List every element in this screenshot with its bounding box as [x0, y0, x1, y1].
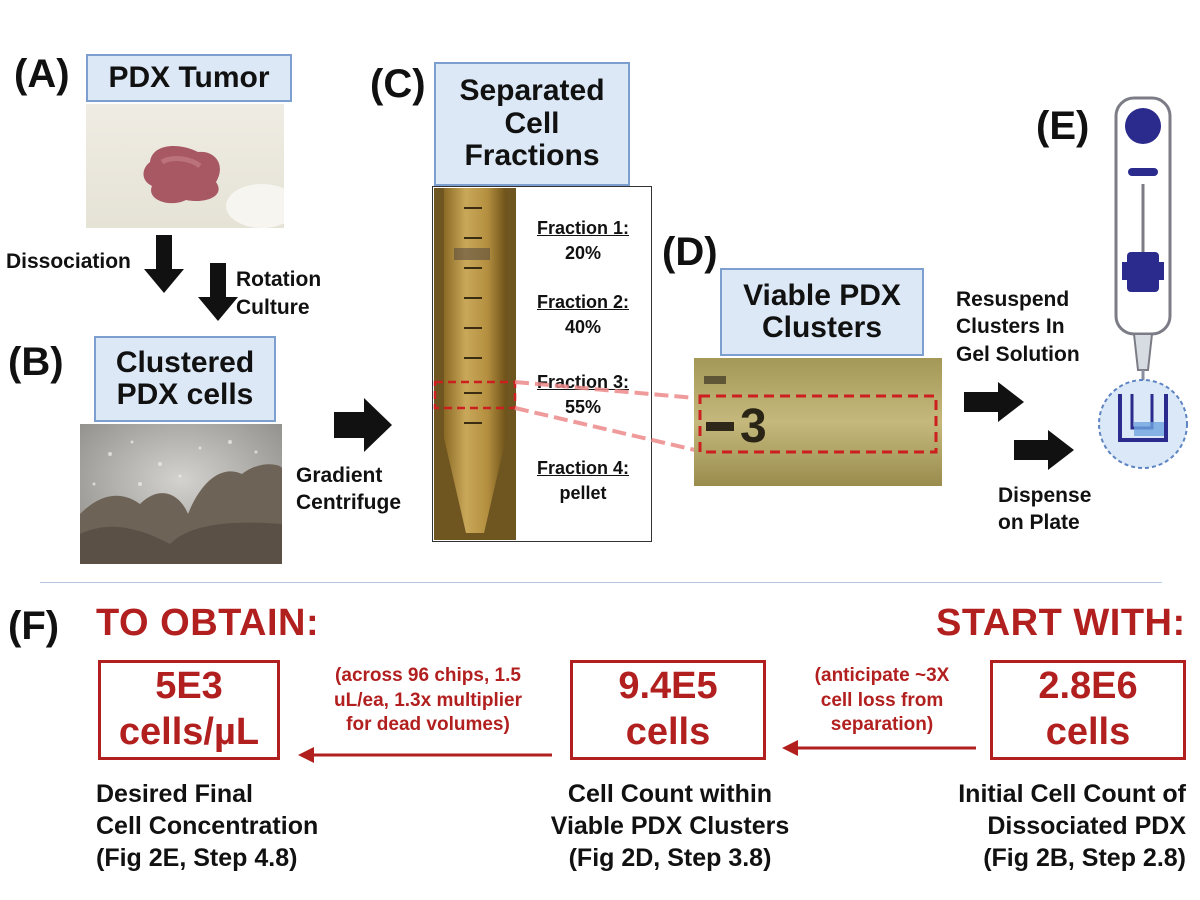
- pipette-illustration: [1098, 96, 1188, 469]
- final-caption: Desired Final Cell Concentration (Fig 2E…: [96, 780, 319, 872]
- panel-b-title: Clustered PDX cells: [94, 336, 276, 422]
- arrow-dispense: [1014, 430, 1074, 470]
- dissociation-label: Dissociation: [6, 250, 131, 273]
- fraction-3-highlight-box: [433, 380, 517, 410]
- panel-a-label: (A): [14, 52, 70, 96]
- right-arrow-centrifuge: [334, 398, 392, 452]
- workflow-arrows: [298, 740, 976, 763]
- initial-caption: Initial Cell Count of Dissociated PDX (F…: [958, 780, 1186, 872]
- pipette-dial: [1127, 252, 1159, 292]
- pdx-tumor-photo: [86, 104, 284, 228]
- fraction-2-value: 40%: [564, 317, 602, 338]
- clusters-caption: Cell Count within Viable PDX Clusters (F…: [550, 780, 790, 872]
- fraction-2: Fraction 2: 40%: [518, 290, 648, 340]
- fraction-4-name: Fraction 4:: [536, 458, 629, 478]
- viable-clusters-photo: 3: [694, 358, 942, 486]
- zoom-callout: [433, 380, 696, 452]
- fraction-2-name: Fraction 2:: [536, 292, 629, 312]
- fraction-1: Fraction 1: 20%: [518, 216, 648, 266]
- fraction-3-value: 55%: [564, 397, 602, 418]
- fraction-1-name: Fraction 1:: [536, 218, 629, 238]
- panel-d-title: Viable PDX Clusters: [720, 268, 924, 356]
- panel-a-title: PDX Tumor: [86, 54, 292, 102]
- panel-c-title: Separated Cell Fractions: [434, 62, 630, 186]
- tube-mark-3: 3: [740, 400, 767, 453]
- fraction-3-zoom-box: [698, 394, 938, 454]
- left-red-arrow: [298, 747, 552, 763]
- panel-c-label: (C): [370, 62, 426, 106]
- resuspend-label: Resuspend Clusters In Gel Solution: [956, 288, 1080, 366]
- start-with-heading: START WITH:: [936, 602, 1186, 644]
- final-concentration-box: 5E3 cells/µL: [98, 660, 280, 760]
- down-arrows: [144, 235, 238, 321]
- to-obtain-heading: TO OBTAIN:: [96, 602, 320, 644]
- left-note: (across 96 chips, 1.5 uL/ea, 1.3x multip…: [334, 665, 522, 736]
- panel-f-label: (F): [8, 604, 60, 648]
- centrifuge-tube-photo: [434, 188, 516, 540]
- callout-line-bottom: [514, 406, 696, 452]
- panel-b-label: (B): [8, 340, 64, 384]
- fraction-1-value: 20%: [564, 243, 602, 264]
- fraction-4-value: pellet: [559, 483, 607, 504]
- dispense-label: Dispense on Plate: [998, 484, 1092, 535]
- arrow-resuspend: [964, 382, 1024, 422]
- section-divider: [40, 582, 1162, 583]
- initial-cell-count-box: 2.8E6 cells: [990, 660, 1186, 760]
- callout-line-top: [514, 380, 696, 400]
- gradient-centrifuge-label: Gradient Centrifuge: [296, 464, 401, 515]
- rotation-culture-label: Rotation Culture: [236, 268, 322, 320]
- tumor-illustration: [143, 146, 284, 228]
- right-red-arrow: [782, 740, 976, 756]
- plunger-button: [1125, 108, 1161, 144]
- right-note: (anticipate ~3X cell loss from separatio…: [814, 665, 950, 736]
- fraction-4: Fraction 4: pellet: [518, 456, 648, 506]
- panel-e-label: (E): [1036, 104, 1090, 148]
- cluster-cell-count-box: 9.4E5 cells: [570, 660, 766, 760]
- panel-d-label: (D): [662, 230, 718, 274]
- clustered-cells-photo: [80, 424, 282, 564]
